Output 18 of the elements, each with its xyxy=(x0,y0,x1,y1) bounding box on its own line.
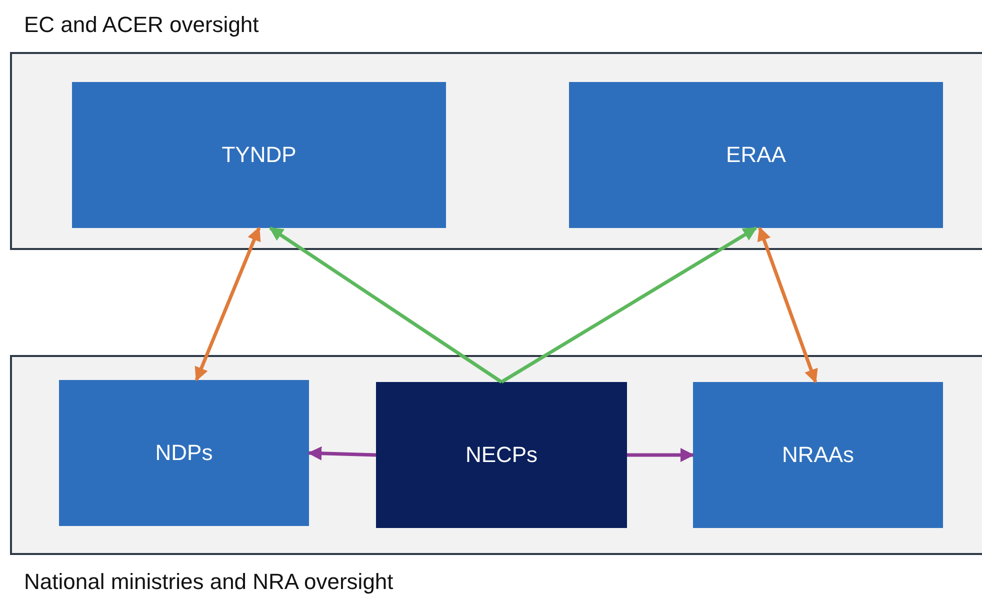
process-box xyxy=(376,382,627,528)
arrow xyxy=(627,448,694,462)
box-label: NDPs xyxy=(155,440,213,466)
process-box xyxy=(569,82,943,228)
process-box xyxy=(59,380,309,526)
arrow xyxy=(500,226,758,384)
box-label: TYNDP xyxy=(222,142,296,168)
process-box xyxy=(693,382,943,528)
arrow xyxy=(308,446,376,460)
group-heading: National ministries and NRA oversight xyxy=(24,569,394,595)
process-box xyxy=(72,82,446,228)
box-label: NRAAs xyxy=(782,442,854,468)
arrow xyxy=(757,226,818,384)
arrow xyxy=(194,226,261,382)
arrow xyxy=(269,226,502,384)
group-heading: EC and ACER oversight xyxy=(24,12,259,38)
box-label: ERAA xyxy=(726,142,786,168)
box-label: NECPs xyxy=(465,442,538,468)
